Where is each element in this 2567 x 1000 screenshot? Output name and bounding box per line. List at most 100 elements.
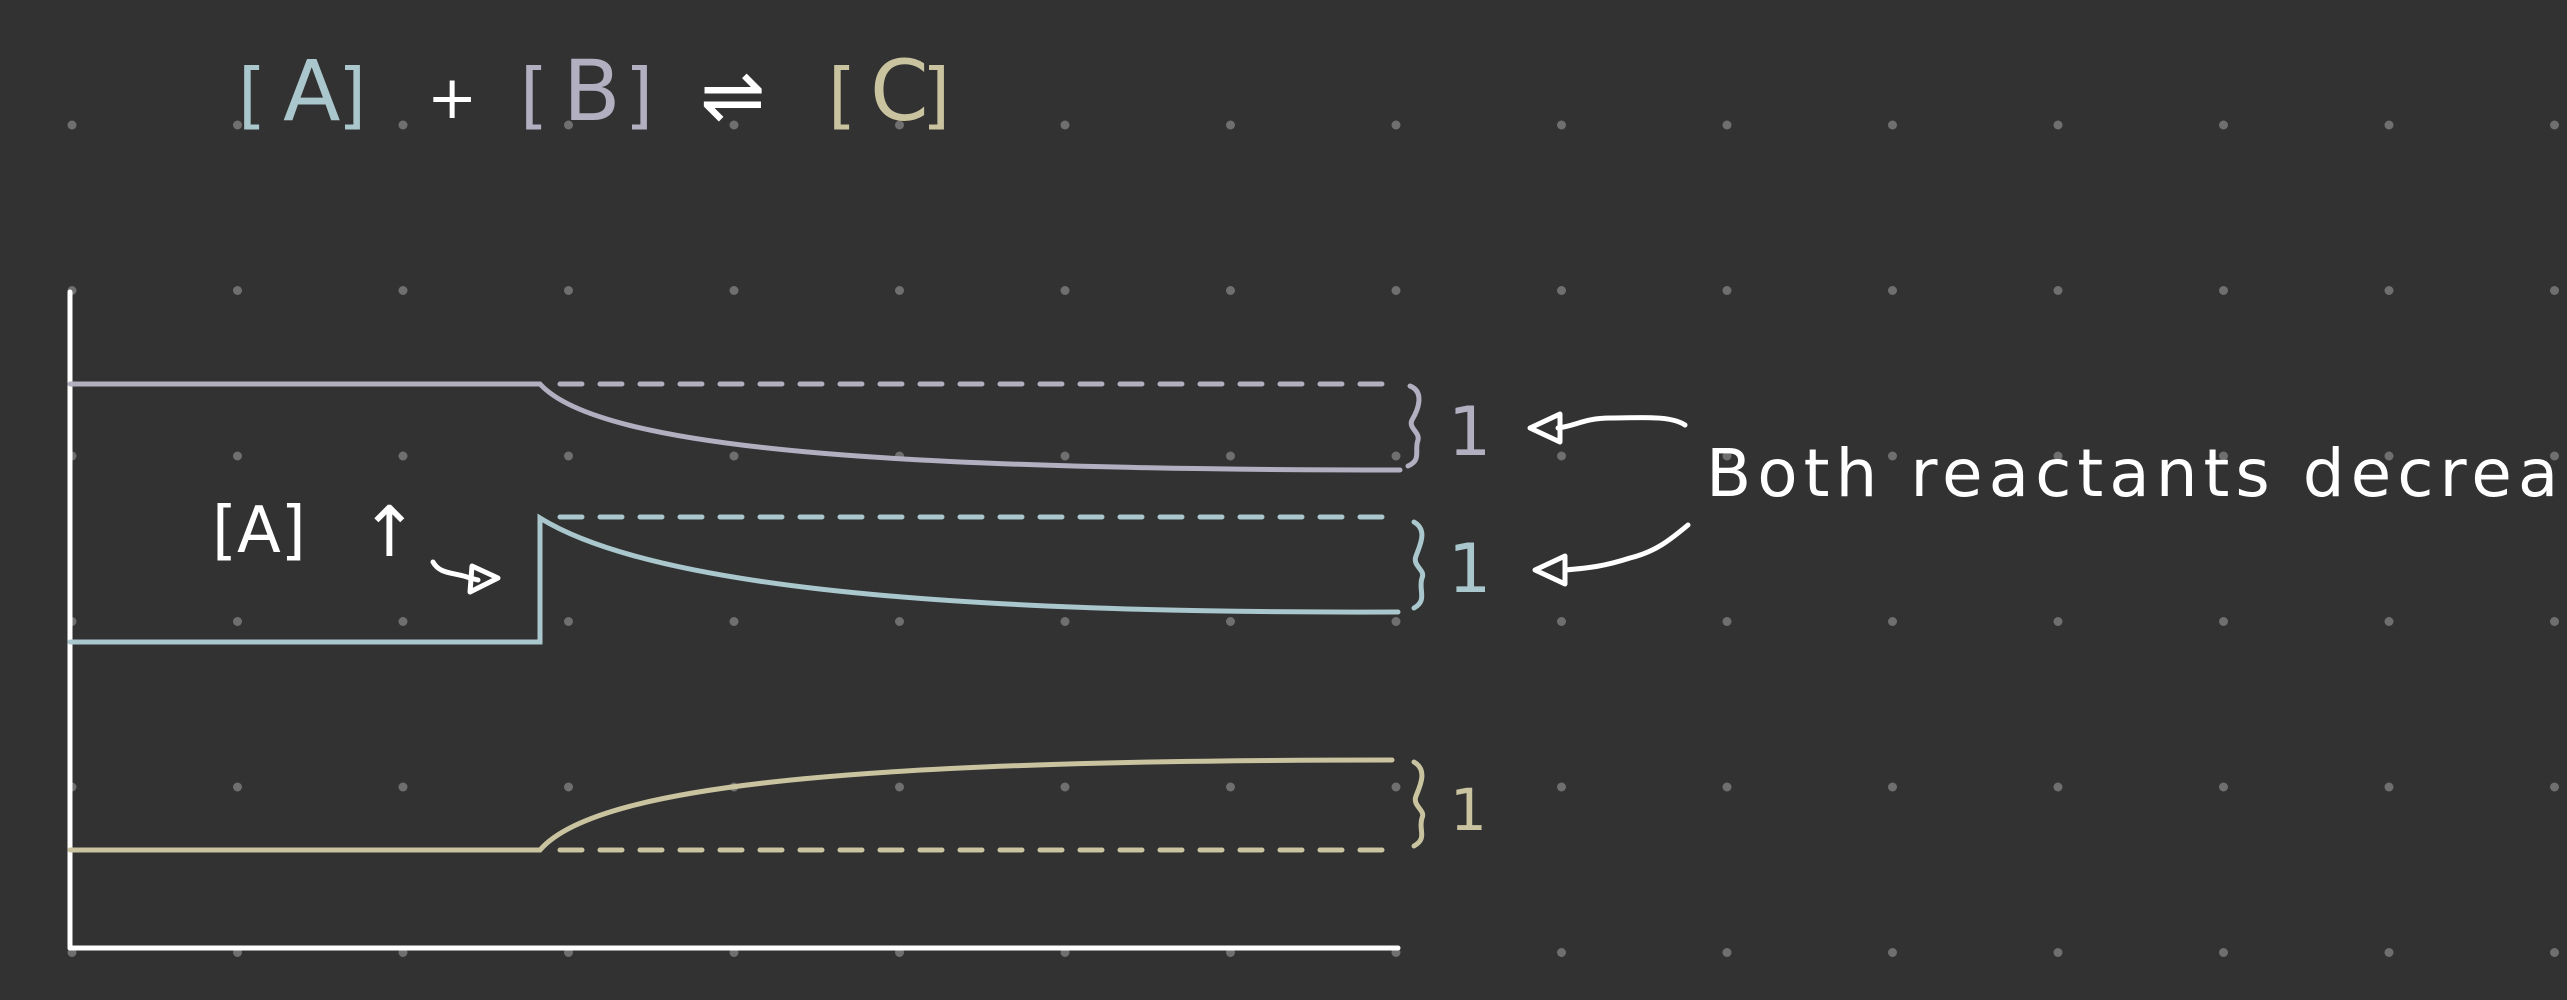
- grid-dot: [1888, 286, 1897, 295]
- grid-dot: [1226, 782, 1235, 792]
- grid-dot: [1391, 617, 1401, 626]
- axes: [67, 289, 1401, 951]
- equation: [ A ] + [ B ] ⇌ [ C ]: [238, 42, 950, 141]
- grid-dot: [233, 451, 242, 461]
- grid-dot: [2384, 948, 2394, 957]
- grid-dot: [1060, 782, 1070, 792]
- equation-a-bracket-open: [: [238, 53, 266, 137]
- grid-dot: [2550, 451, 2559, 461]
- equation-c-bracket-open: [: [828, 53, 856, 137]
- grid-dot: [895, 782, 904, 792]
- grid-dot: [2550, 617, 2559, 626]
- arrow-left-icon-bottom: [1532, 522, 1691, 587]
- grid-dot: [1722, 782, 1732, 792]
- species-a-change-label: 1: [1448, 530, 1491, 609]
- grid-dot: [1557, 120, 1566, 130]
- equation-equilibrium-arrow: ⇌: [700, 51, 765, 141]
- disturbance-species: [A]: [212, 494, 306, 568]
- grid-dot: [398, 617, 408, 626]
- grid-dot: [564, 617, 573, 626]
- disturbance-direction-icon: ↑: [360, 491, 419, 573]
- grid-dot: [1888, 120, 1897, 130]
- equation-c-bracket-close: ]: [922, 53, 950, 137]
- grid-dot: [2384, 617, 2394, 626]
- species-b-change-brace: [1405, 383, 1422, 469]
- grid-dot: [2219, 617, 2228, 626]
- grid-dot: [2053, 120, 2063, 130]
- equation-b-bracket-close: ]: [625, 53, 653, 137]
- grid-dot: [2384, 451, 2394, 461]
- grid-dot: [2053, 286, 2063, 295]
- grid-dot: [729, 617, 739, 626]
- grid-dot: [1060, 286, 1070, 295]
- grid-dot: [398, 782, 408, 792]
- grid-dot: [1391, 782, 1401, 792]
- grid-dot: [729, 120, 739, 130]
- curved-arrow-icon: [430, 559, 501, 595]
- grid-dot: [1888, 617, 1897, 626]
- grid-dot: [1226, 120, 1235, 130]
- grid-dot: [398, 286, 408, 295]
- callout-arrow-bottom-shaft: [1562, 522, 1691, 573]
- grid-dot: [233, 617, 242, 626]
- grid-dot: [2219, 451, 2228, 461]
- grid-dot: [398, 451, 408, 461]
- grid-dot: [564, 451, 573, 461]
- grid-dot: [1557, 286, 1566, 295]
- grid-dot: [2219, 120, 2228, 130]
- grid-dot: [1888, 782, 1897, 792]
- grid-dot: [2550, 286, 2559, 295]
- grid-dot: [1226, 451, 1235, 461]
- equation-plus: +: [427, 63, 477, 133]
- disturbance-label: [A] ↑: [212, 491, 419, 573]
- callout-arrow-bottom-head: [1532, 553, 1568, 587]
- grid-dot: [2550, 948, 2559, 957]
- grid-dot: [2053, 617, 2063, 626]
- grid-dot: [1391, 120, 1401, 130]
- grid-dot: [1888, 451, 1897, 461]
- grid-dot: [2550, 782, 2559, 792]
- change-labels: 1 1 1: [1448, 393, 1491, 844]
- grid-dot: [1722, 948, 1732, 957]
- grid-dot: [1060, 617, 1070, 626]
- callout-text: Both reactants decrease: [1706, 435, 2567, 512]
- grid-dot: [2053, 782, 2063, 792]
- grid-dot: [2550, 120, 2559, 130]
- grid-dot: [895, 617, 904, 626]
- grid-dot: [398, 120, 408, 130]
- species-b-change-label: 1: [1448, 393, 1491, 472]
- grid-dot: [2384, 782, 2394, 792]
- grid-dot: [564, 286, 573, 295]
- grid-dot: [2219, 948, 2228, 957]
- grid-dot: [1060, 451, 1070, 461]
- species-c-line: [67, 757, 1395, 853]
- species-c-curve: [67, 757, 1426, 853]
- grid-dot: [1226, 286, 1235, 295]
- arrow-left-icon-top: [1527, 411, 1688, 445]
- equation-b-bracket-open: [: [520, 53, 548, 137]
- grid-dot: [233, 782, 242, 792]
- grid-dot: [2053, 451, 2063, 461]
- grid-dot: [895, 286, 904, 295]
- callout-arrow-top-shaft: [1555, 415, 1688, 431]
- grid-dot: [564, 782, 573, 792]
- grid-dot: [1557, 451, 1566, 461]
- grid-dot: [1391, 451, 1401, 461]
- species-b-curve: [67, 381, 1422, 473]
- grid-dot: [233, 120, 242, 130]
- grid-dot: [67, 120, 77, 130]
- grid-dot: [2053, 948, 2063, 957]
- grid-dot: [2384, 120, 2394, 130]
- equation-a-bracket-close: ]: [338, 53, 366, 137]
- species-a-curve: [67, 513, 1426, 645]
- species-a-line: [67, 513, 1401, 645]
- grid-dot: [564, 120, 573, 130]
- grid-dot: [2384, 286, 2394, 295]
- grid-dot: [729, 286, 739, 295]
- equation-species-b: B: [563, 42, 621, 140]
- grid-dot: [1557, 617, 1566, 626]
- grid-dot: [2219, 286, 2228, 295]
- equation-species-a: A: [283, 42, 340, 140]
